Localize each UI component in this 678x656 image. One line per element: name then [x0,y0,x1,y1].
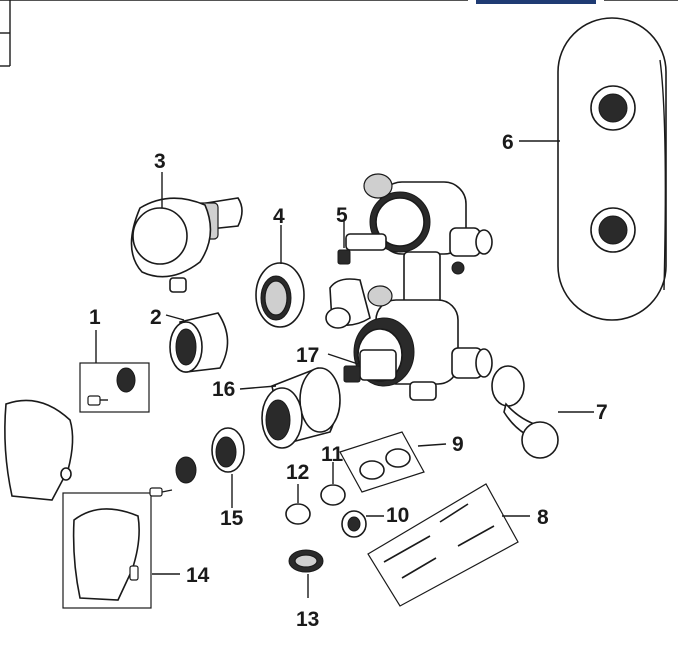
spindle [337,233,387,265]
screw-kit [79,362,150,413]
cap-11 [320,484,346,506]
fixing-screw-kit [367,483,519,607]
label-part-1: 1 [89,306,101,329]
label-part-3: 3 [154,150,166,173]
retaining-ring [211,427,245,473]
label-part-2: 2 [150,306,162,329]
label-part-14: 14 [186,564,210,587]
filter [341,510,367,538]
cap-12 [285,503,311,525]
cover-plate [557,17,667,321]
label-part-9: 9 [452,433,464,456]
label-part-4: 4 [273,205,285,228]
valve-body [325,173,493,401]
sleeve [169,312,229,373]
label-part-10: 10 [386,504,409,527]
label-part-17: 17 [296,344,319,367]
cartridge [343,349,397,383]
label-part-6: 6 [502,131,514,154]
label-part-13: 13 [296,608,319,631]
outlet-sleeve [261,367,341,449]
label-part-11: 11 [321,443,344,466]
washer-pair [339,431,425,493]
seal [288,549,324,573]
outlet-elbow [130,197,243,293]
label-part-16: 16 [212,378,235,401]
label-part-12: 12 [286,461,309,484]
nut [255,262,305,328]
elbow-fitting [491,365,559,459]
lever-handle [4,399,74,501]
grub-screw [149,456,197,497]
label-part-8: 8 [537,506,549,529]
accent-bar [476,0,596,4]
handle-kit [62,492,152,609]
page-frame-top-left [0,0,468,67]
label-part-7: 7 [596,401,608,424]
label-part-5: 5 [336,204,348,227]
leader-lines [95,140,594,598]
label-part-15: 15 [220,507,244,530]
